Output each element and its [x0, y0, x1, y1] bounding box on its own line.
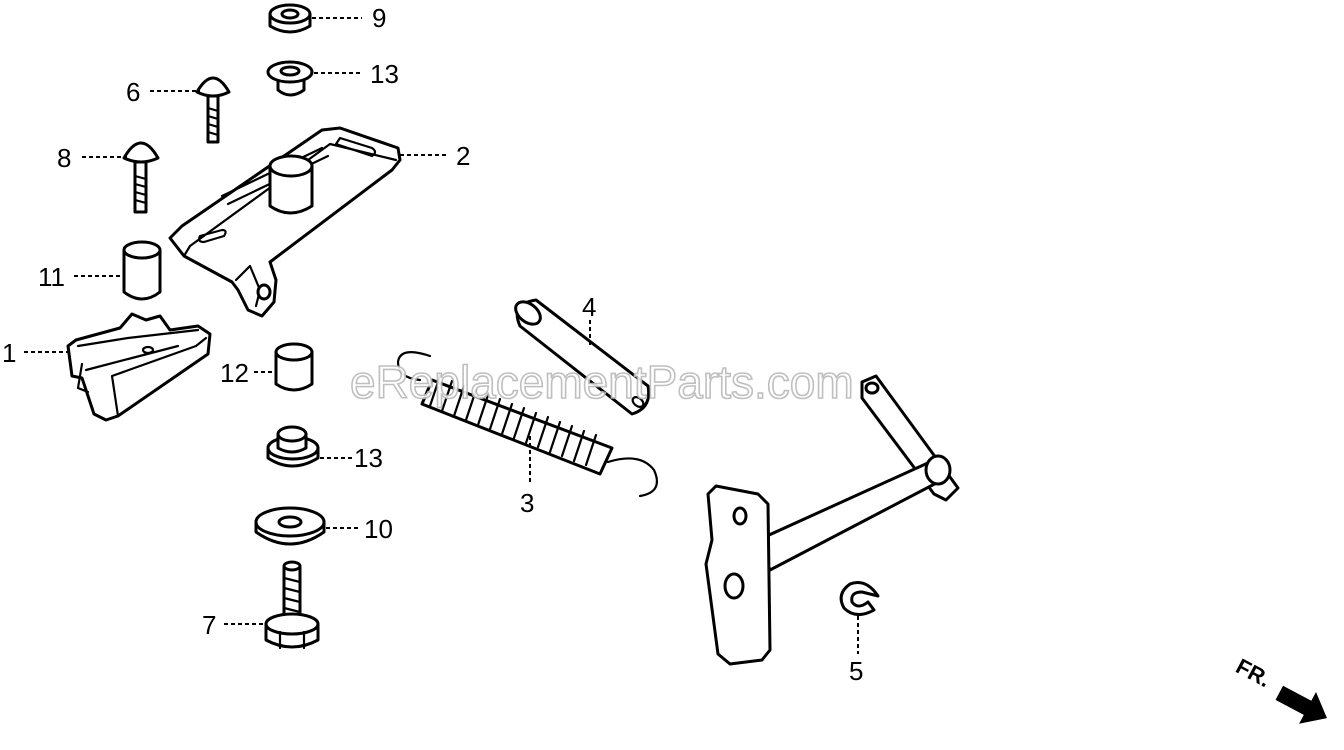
callout-13-upper: 13: [370, 59, 399, 89]
callout-13-lower: 13: [354, 443, 383, 473]
callout-2: 2: [456, 141, 470, 171]
callout-7: 7: [202, 610, 216, 640]
part-12-spacer: [274, 342, 314, 392]
part-2-bracket: [168, 126, 402, 318]
part-4-pin: [514, 298, 651, 416]
watermark: eReplacementParts.com: [350, 356, 854, 408]
part-1-clamp: [66, 312, 212, 422]
callout-8: 8: [57, 143, 71, 173]
callout-5: 5: [849, 656, 863, 686]
part-13-lower-bushing: [266, 425, 320, 468]
part-7-hex-bolt: [264, 560, 320, 650]
callout-12: 12: [220, 358, 249, 388]
part-8-bolt: [122, 141, 160, 214]
leader-lines: [24, 17, 859, 654]
part-5-clip: [839, 581, 880, 616]
part-13-upper-bushing: [266, 60, 314, 97]
part-11-spacer: [122, 240, 162, 301]
callout-6: 6: [126, 77, 140, 107]
part-9-nut: [268, 3, 312, 34]
callout-9: 9: [372, 3, 386, 33]
callout-3: 3: [520, 488, 534, 518]
part-6-bolt: [195, 76, 231, 144]
part-3-spring: [396, 351, 658, 498]
callout-4: 4: [582, 292, 596, 322]
callout-1: 1: [2, 338, 16, 368]
callout-11: 11: [38, 262, 65, 292]
callout-10: 10: [364, 514, 393, 544]
front-arrow-icon: [1275, 685, 1327, 724]
front-marker-label: FR.: [1232, 653, 1275, 692]
part-lever-arm: [704, 374, 960, 666]
part-10-washer: [254, 506, 326, 546]
front-marker: FR.: [1232, 653, 1327, 724]
